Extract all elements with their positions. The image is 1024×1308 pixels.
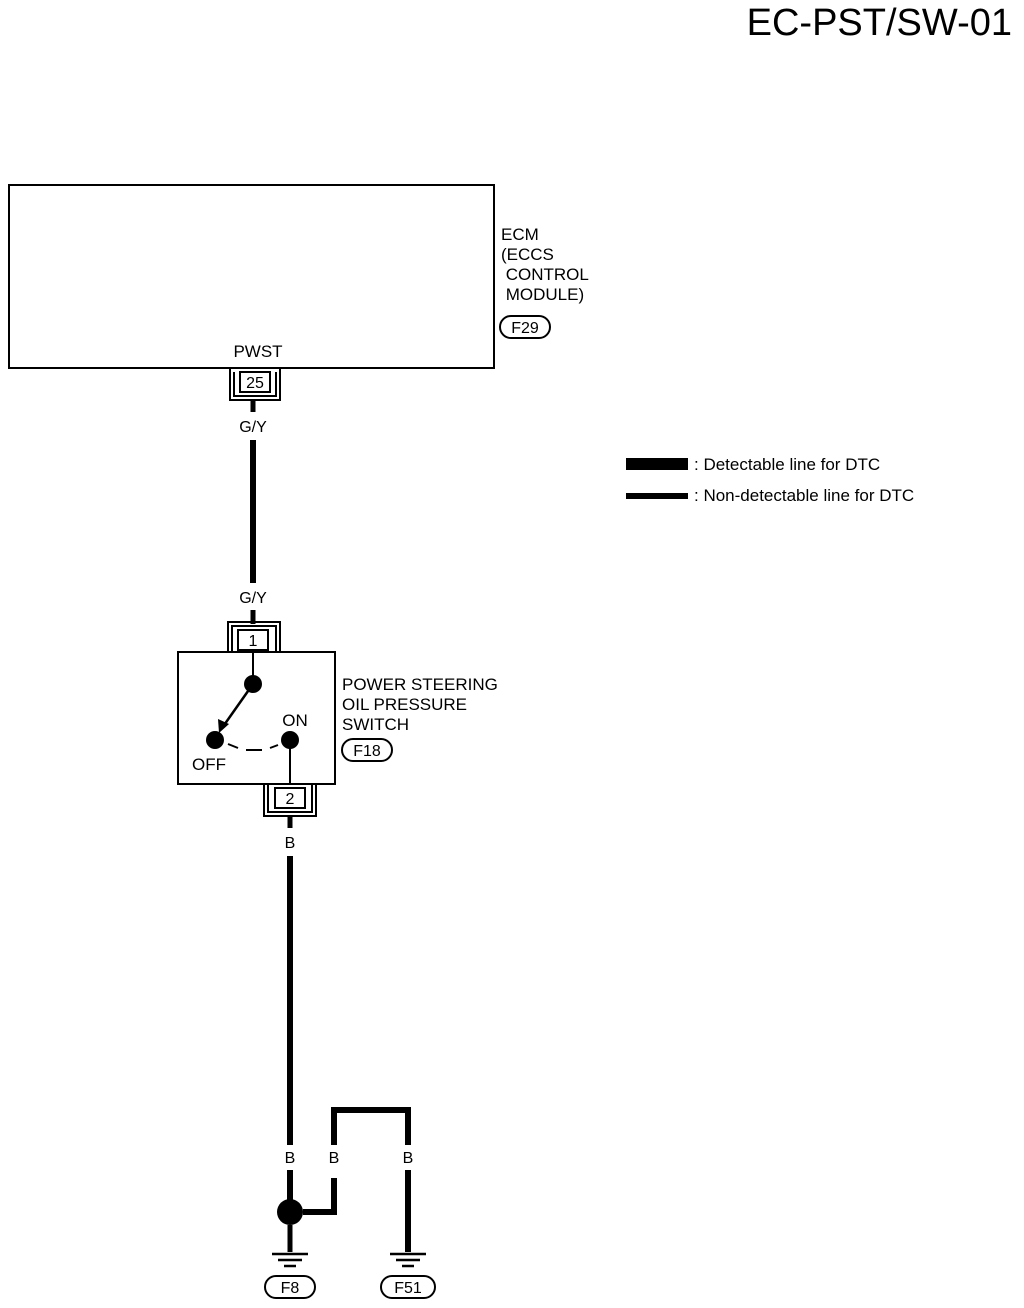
legend: : Detectable line for DTC : Non-detectab…: [626, 455, 914, 505]
switch-arm: [220, 683, 255, 729]
switch-connector-tag: F18: [341, 738, 393, 762]
ground-connector-right: F51: [380, 1275, 436, 1299]
svg-text:OIL PRESSURE: OIL PRESSURE: [342, 695, 467, 714]
legend-detectable-label: : Detectable line for DTC: [694, 455, 880, 474]
wire-label-ground-mid: B: [329, 1150, 340, 1167]
ecm-connector-tag: F29: [499, 315, 551, 339]
wire-label-ecm-out: G/Y: [239, 419, 267, 436]
svg-text:ECM: ECM: [501, 225, 539, 244]
switch-pin-bottom: 2: [286, 791, 295, 808]
svg-text:(ECCS: (ECCS: [501, 245, 554, 264]
splice-point: [277, 1199, 303, 1225]
ecm-label: ECM (ECCS CONTROL MODULE): [501, 225, 589, 304]
svg-text:MODULE): MODULE): [501, 285, 584, 304]
switch-pin2-connector: 2: [263, 784, 317, 817]
svg-text:POWER STEERING: POWER STEERING: [342, 675, 498, 694]
page-code: EC-PST/SW-01: [747, 2, 1012, 44]
ecm-box: [8, 184, 495, 369]
legend-non-detectable-label: : Non-detectable line for DTC: [694, 486, 914, 505]
svg-text:SWITCH: SWITCH: [342, 715, 409, 734]
switch-label: POWER STEERING OIL PRESSURE SWITCH: [342, 675, 498, 734]
switch-on-label: ON: [282, 711, 308, 730]
legend-detectable-swatch: [626, 458, 688, 470]
ground-symbol-left: [272, 1252, 308, 1268]
svg-text:F8: F8: [281, 1280, 300, 1297]
wire-label-switch-in: G/Y: [239, 590, 267, 607]
wire-label-switch-out: B: [285, 835, 296, 852]
ecm-pin: 25: [246, 375, 264, 392]
wire-label-ground-left: B: [285, 1150, 296, 1167]
ground-symbol-right: [390, 1252, 426, 1268]
ecm-pin-connector: 25: [229, 368, 281, 401]
switch-off-label: OFF: [192, 755, 226, 774]
svg-text:F51: F51: [394, 1280, 422, 1297]
wire-label-ground-right: B: [403, 1150, 414, 1167]
ecm-terminal-name: PWST: [233, 342, 282, 361]
svg-text:F18: F18: [353, 743, 381, 760]
switch-off-contact: [206, 731, 224, 749]
legend-non-detectable-swatch: [626, 493, 688, 499]
svg-text:CONTROL: CONTROL: [501, 265, 589, 284]
ground-connector-left: F8: [264, 1275, 316, 1299]
switch-box: [177, 651, 336, 785]
switch-pin-top: 1: [249, 633, 258, 650]
switch-pin1-connector: 1: [227, 621, 281, 652]
svg-text:F29: F29: [511, 320, 539, 337]
